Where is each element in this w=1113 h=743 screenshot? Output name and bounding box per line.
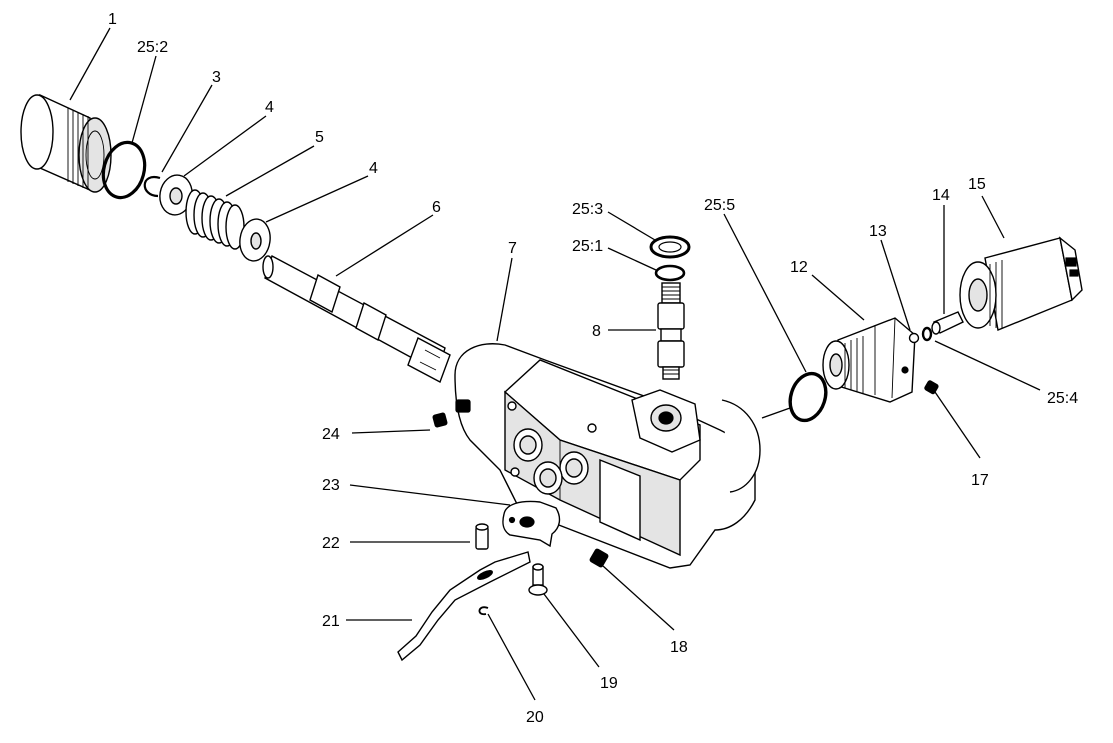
part-17-set-screw	[924, 380, 939, 395]
callout-5: 5	[315, 129, 324, 146]
callout-19: 19	[600, 675, 618, 692]
part-1-threaded-cap	[20, 93, 112, 193]
callout-4a: 4	[265, 99, 274, 116]
callout-20: 20	[526, 709, 544, 726]
callout-13: 13	[869, 223, 887, 240]
part-12-hex-fitting	[822, 317, 916, 403]
callout-17: 17	[971, 472, 989, 489]
callout-15: 15	[968, 176, 986, 193]
part-25-3-seal	[649, 235, 691, 259]
callout-6: 6	[432, 199, 441, 216]
part-25-5-o-ring	[788, 371, 828, 423]
callout-22: 22	[322, 535, 340, 552]
part-4-washer-b	[239, 218, 271, 262]
callout-21: 21	[322, 613, 340, 630]
callout-12: 12	[790, 259, 808, 276]
callout-3: 3	[212, 69, 221, 86]
part-8-valve-stem	[657, 282, 685, 380]
part-18-screw	[589, 548, 609, 568]
callout-24: 24	[322, 426, 340, 443]
callout-1: 1	[108, 11, 117, 28]
callout-23: 23	[322, 477, 340, 494]
callout-25-2: 25:2	[137, 39, 168, 56]
part-14-pin	[931, 311, 964, 335]
part-5-spring	[185, 189, 245, 250]
part-21-lever	[397, 551, 531, 662]
callout-labels: 1 25:2 3 4 5 4 6 7 25:3 25:1 8 25:5 12 1…	[108, 11, 1078, 726]
part-19-pivot-pin	[528, 563, 548, 596]
part-15-switch	[959, 236, 1083, 331]
part-23-cam	[502, 500, 561, 548]
leader-lines	[69, 27, 1041, 701]
callout-25-1: 25:1	[572, 238, 603, 255]
part-13-ball	[908, 332, 920, 344]
part-25-1-o-ring	[654, 264, 686, 282]
callout-4b: 4	[369, 160, 378, 177]
callout-7: 7	[508, 240, 517, 257]
part-24-set-screw	[432, 412, 448, 428]
part-6-spool	[262, 254, 451, 383]
part-3-clip	[143, 175, 161, 198]
part-25-2-o-ring	[101, 140, 147, 200]
callout-25-4: 25:4	[1047, 390, 1078, 407]
part-22-pin	[475, 523, 489, 550]
callout-14: 14	[932, 187, 950, 204]
callout-25-5: 25:5	[704, 197, 735, 214]
callout-18: 18	[670, 639, 688, 656]
callout-25-3: 25:3	[572, 201, 603, 218]
callout-8: 8	[592, 323, 601, 340]
part-4-washer-a	[159, 174, 193, 216]
part-20-clip	[478, 606, 489, 616]
part-25-4-o-ring	[921, 326, 933, 342]
part-7-valve-body	[454, 343, 761, 569]
